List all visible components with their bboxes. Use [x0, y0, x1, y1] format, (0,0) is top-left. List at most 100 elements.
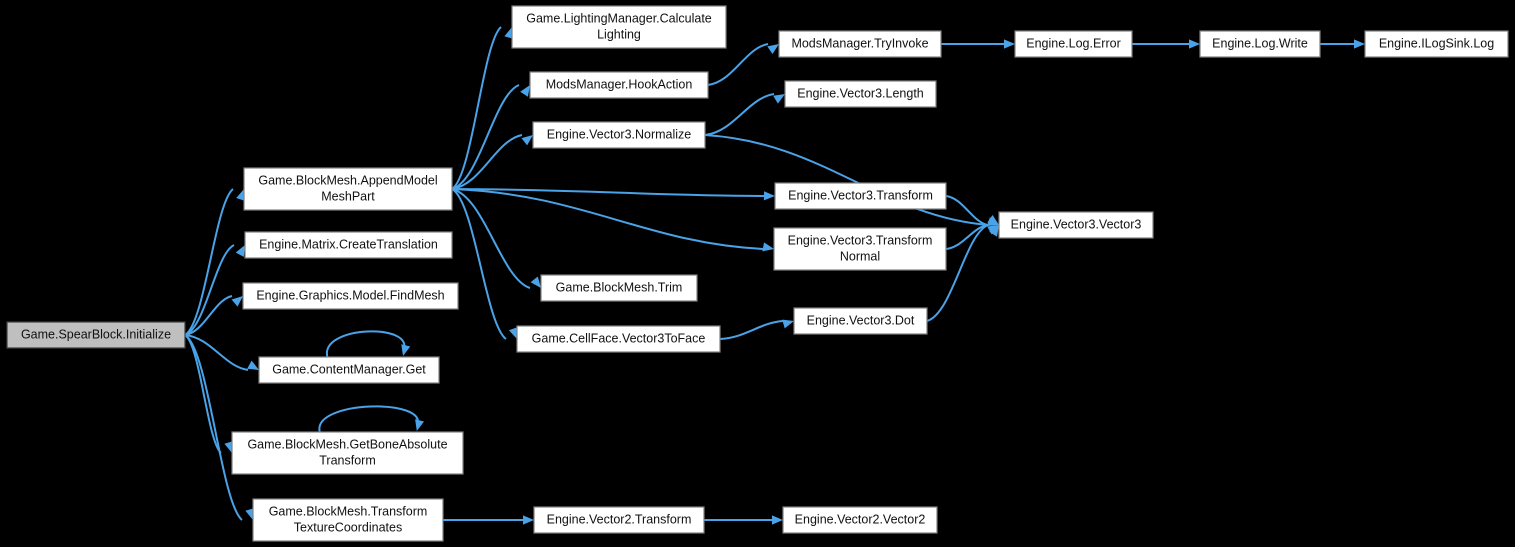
node-n0[interactable]: Game.SpearBlock.Initialize — [6, 321, 186, 349]
node-label: Transform — [319, 453, 376, 467]
node-label: Game.BlockMesh.Transform — [269, 504, 428, 518]
node-n12[interactable]: Engine.Vector2.Transform — [533, 506, 705, 534]
node-box[interactable] — [1199, 30, 1321, 58]
edge-n15-n18 — [945, 195, 999, 226]
node-label: Engine.Vector3.Dot — [807, 313, 915, 327]
node-label: Game.CellFace.Vector3ToFace — [532, 331, 706, 345]
node-label: Engine.Vector3.Transform — [788, 188, 933, 202]
edge-n9-n18 — [704, 134, 999, 226]
node-box[interactable] — [243, 167, 453, 211]
node-box[interactable] — [998, 211, 1154, 239]
edge-n1-n7 — [451, 26, 514, 190]
node-n15[interactable]: Engine.Vector3.Transform — [774, 182, 947, 210]
edge-n0-n1 — [184, 188, 245, 336]
node-n6[interactable]: Game.BlockMesh.TransformTextureCoordinat… — [252, 498, 444, 542]
edge-n1-n10 — [451, 188, 541, 289]
edge-n1-n8 — [451, 84, 530, 190]
node-layer: Game.SpearBlock.InitializeGame.BlockMesh… — [6, 5, 1509, 542]
node-box[interactable] — [529, 71, 709, 99]
edge-n13-n19 — [941, 39, 1015, 49]
node-box[interactable] — [231, 431, 464, 475]
node-box[interactable] — [516, 325, 721, 353]
node-n20[interactable]: Engine.Log.Write — [1199, 30, 1321, 58]
node-label: Engine.Vector2.Transform — [547, 512, 692, 526]
edge-n16-n18 — [945, 224, 999, 250]
edge-n17-n18 — [926, 224, 999, 322]
edge-n0-n5 — [184, 334, 234, 454]
node-n3[interactable]: Engine.Graphics.Model.FindMesh — [242, 282, 459, 310]
node-label: Game.LightingManager.Calculate — [526, 11, 712, 25]
node-box[interactable] — [533, 506, 705, 534]
node-box[interactable] — [532, 121, 706, 149]
node-n14[interactable]: Engine.Vector3.Length — [784, 80, 937, 108]
edge-n1-n15 — [451, 188, 775, 201]
node-n9[interactable]: Engine.Vector3.Normalize — [532, 121, 706, 149]
node-n17[interactable]: Engine.Vector3.Dot — [793, 307, 928, 335]
edge-n0-n6 — [184, 334, 255, 521]
node-box[interactable] — [773, 227, 947, 271]
edge-n5-n5 — [318, 405, 424, 433]
node-label: Engine.Vector3.Normalize — [547, 127, 692, 141]
node-n21[interactable]: Engine.ILogSink.Log — [1364, 30, 1509, 58]
node-n13[interactable]: ModsManager.TryInvoke — [778, 30, 942, 58]
node-label: Engine.Log.Error — [1026, 36, 1121, 50]
node-n2[interactable]: Engine.Matrix.CreateTranslation — [244, 231, 453, 259]
node-box[interactable] — [511, 5, 727, 49]
node-box[interactable] — [244, 231, 453, 259]
node-box[interactable] — [778, 30, 942, 58]
node-label: Lighting — [597, 27, 641, 41]
node-label: Engine.ILogSink.Log — [1379, 36, 1494, 50]
node-n22[interactable]: Engine.Vector2.Vector2 — [782, 506, 938, 534]
edge-n12-n22 — [704, 515, 783, 525]
edge-n11-n17 — [719, 319, 794, 340]
node-n4[interactable]: Game.ContentManager.Get — [258, 356, 440, 384]
node-label: Game.BlockMesh.AppendModel — [258, 173, 437, 187]
node-label: Game.SpearBlock.Initialize — [21, 327, 171, 341]
node-box[interactable] — [1364, 30, 1509, 58]
node-box[interactable] — [252, 498, 444, 542]
edge-n1-n11 — [451, 188, 518, 340]
node-label: MeshPart — [321, 189, 375, 203]
node-label: Engine.Log.Write — [1212, 36, 1308, 50]
node-box[interactable] — [242, 282, 459, 310]
edge-n6-n12 — [443, 515, 534, 525]
edge-n1-n16 — [451, 188, 774, 252]
node-box[interactable] — [782, 506, 938, 534]
edge-n8-n13 — [707, 43, 779, 86]
edge-n0-n3 — [184, 295, 243, 336]
node-n19[interactable]: Engine.Log.Error — [1014, 30, 1133, 58]
node-n18[interactable]: Engine.Vector3.Vector3 — [998, 211, 1154, 239]
node-label: ModsManager.HookAction — [546, 77, 693, 91]
node-box[interactable] — [774, 182, 947, 210]
node-n10[interactable]: Game.BlockMesh.Trim — [540, 274, 698, 302]
node-label: TextureCoordinates — [294, 520, 402, 534]
node-label: Engine.Matrix.CreateTranslation — [259, 237, 438, 251]
node-box[interactable] — [540, 274, 698, 302]
node-box[interactable] — [784, 80, 937, 108]
node-label: Game.ContentManager.Get — [272, 362, 426, 376]
node-label: Engine.Vector3.Length — [797, 86, 924, 100]
node-label: Normal — [840, 249, 880, 263]
node-label: Engine.Vector3.Transform — [788, 233, 933, 247]
node-box[interactable] — [793, 307, 928, 335]
edge-n4-n4 — [326, 330, 411, 358]
edge-n1-n9 — [451, 134, 533, 190]
node-box[interactable] — [6, 321, 186, 349]
node-label: ModsManager.TryInvoke — [791, 36, 928, 50]
edge-layer — [184, 26, 1365, 525]
node-label: Game.BlockMesh.GetBoneAbsolute — [247, 437, 447, 451]
node-label: Engine.Vector2.Vector2 — [795, 512, 926, 526]
edge-n0-n4 — [184, 334, 259, 371]
edge-n0-n2 — [184, 244, 245, 336]
node-box[interactable] — [1014, 30, 1133, 58]
node-box[interactable] — [258, 356, 440, 384]
node-n11[interactable]: Game.CellFace.Vector3ToFace — [516, 325, 721, 353]
node-label: Game.BlockMesh.Trim — [556, 280, 683, 294]
edge-n9-n14 — [704, 93, 785, 136]
node-label: Engine.Vector3.Vector3 — [1011, 217, 1142, 231]
node-n8[interactable]: ModsManager.HookAction — [529, 71, 709, 99]
